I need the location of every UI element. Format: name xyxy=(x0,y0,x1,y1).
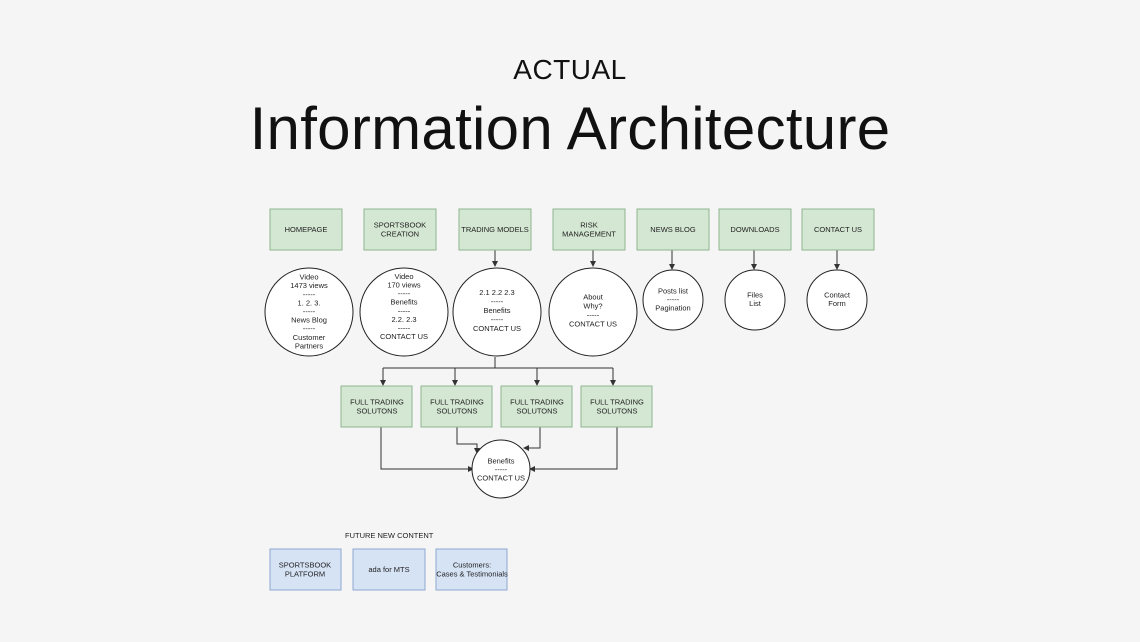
node-label-line: ----- xyxy=(303,324,316,333)
page-title: Information Architecture xyxy=(249,95,891,162)
node-label-line: SPORTSBOOK xyxy=(374,220,426,229)
node-label-line: DOWNLOADS xyxy=(730,225,779,234)
circle-benefits-contact: Benefits-----CONTACT US xyxy=(471,439,531,499)
node-label-line: ----- xyxy=(491,315,504,324)
node-label-line: SOLUTONS xyxy=(356,406,397,415)
node-label-line: MANAGEMENT xyxy=(562,229,616,238)
node-label-line: ----- xyxy=(667,295,680,304)
node-label-line: 1473 views xyxy=(290,281,328,290)
node-label-line: CONTACT US xyxy=(569,319,617,328)
node-label-line: CONTACT US xyxy=(814,225,862,234)
node-label-line: ----- xyxy=(303,307,316,316)
node-label-line: SOLUTONS xyxy=(596,406,637,415)
node-future-ada-mts: ada for MTS xyxy=(352,548,426,591)
node-label-line: Files xyxy=(747,291,763,300)
node-label-line: FULL TRADING xyxy=(590,397,644,406)
node-label-line: SOLUTONS xyxy=(516,406,557,415)
node-label-line: Benefits xyxy=(487,456,514,465)
node-label-line: HOMEPAGE xyxy=(285,225,328,234)
node-label-line: ----- xyxy=(495,465,508,474)
node-news-blog: NEWS BLOG xyxy=(636,208,710,251)
node-label-line: FULL TRADING xyxy=(430,397,484,406)
node-label-line: 2.1 2.2 2.3 xyxy=(479,288,514,297)
node-label-line: ----- xyxy=(587,310,600,319)
edge-fts4-to-benefits xyxy=(529,427,618,472)
node-label-line: FULL TRADING xyxy=(350,397,404,406)
node-label-line: Cases & Testimonials xyxy=(436,569,508,578)
node-label-line: SPORTSBOOK xyxy=(279,560,331,569)
node-label-line: CONTACT US xyxy=(477,474,525,483)
node-label-line: 2.2. 2.3 xyxy=(391,315,416,324)
node-label-line: CONTACT US xyxy=(380,332,428,341)
node-label-line: ----- xyxy=(398,289,411,298)
circle-trading-content: 2.1 2.2 2.3-----Benefits-----CONTACT US xyxy=(452,267,542,357)
node-label-line: TRADING MODELS xyxy=(461,225,529,234)
node-label-line: Customer xyxy=(293,333,326,342)
node-label-line: SOLUTONS xyxy=(436,406,477,415)
node-label-line: Customers: xyxy=(453,560,491,569)
node-label-line: CREATION xyxy=(381,229,419,238)
node-label-line: About xyxy=(583,292,604,301)
node-contact-us: CONTACT US xyxy=(801,208,875,251)
node-label-line: PLATFORM xyxy=(285,569,325,578)
node-label-line: Partners xyxy=(295,341,324,350)
node-label-line: RISK xyxy=(580,220,598,229)
future-content-label: FUTURE NEW CONTENT xyxy=(345,531,434,540)
page-subtitle: ACTUAL xyxy=(513,54,627,85)
node-trading-models: TRADING MODELS xyxy=(458,208,532,251)
node-label-line: Why? xyxy=(583,301,602,310)
edges xyxy=(380,250,840,472)
node-future-customers: Customers:Cases & Testimonials xyxy=(435,548,508,591)
node-label-line: Benefits xyxy=(483,306,510,315)
node-label-line: News Blog xyxy=(291,316,327,325)
node-label-line: ----- xyxy=(398,323,411,332)
edge-fts2-to-benefits xyxy=(456,427,480,454)
circle-news-content: Posts list-----Pagination xyxy=(642,269,704,331)
node-label-line: 170 views xyxy=(387,280,421,289)
node-downloads: DOWNLOADS xyxy=(718,208,792,251)
node-label-line: 1. 2. 3. xyxy=(298,298,321,307)
edge-fts3-to-benefits xyxy=(523,427,541,451)
node-label-line: Posts list xyxy=(658,286,689,295)
node-label-line: ada for MTS xyxy=(368,565,409,574)
node-label-line: FULL TRADING xyxy=(510,397,564,406)
node-label-line: NEWS BLOG xyxy=(650,225,696,234)
node-label-line: Benefits xyxy=(390,298,417,307)
node-label-line: Form xyxy=(828,299,846,308)
edge-fts1-to-benefits xyxy=(380,427,474,472)
node-label-line: Video xyxy=(299,273,318,282)
node-label-line: Video xyxy=(394,272,413,281)
node-label-line: ----- xyxy=(398,306,411,315)
node-label-line: Pagination xyxy=(655,303,690,312)
node-label-line: Contact xyxy=(824,291,851,300)
node-homepage: HOMEPAGE xyxy=(269,208,343,251)
node-label-line: List xyxy=(749,299,762,308)
node-label-line: ----- xyxy=(491,297,504,306)
node-label-line: CONTACT US xyxy=(473,324,521,333)
node-label-line: ----- xyxy=(303,290,316,299)
